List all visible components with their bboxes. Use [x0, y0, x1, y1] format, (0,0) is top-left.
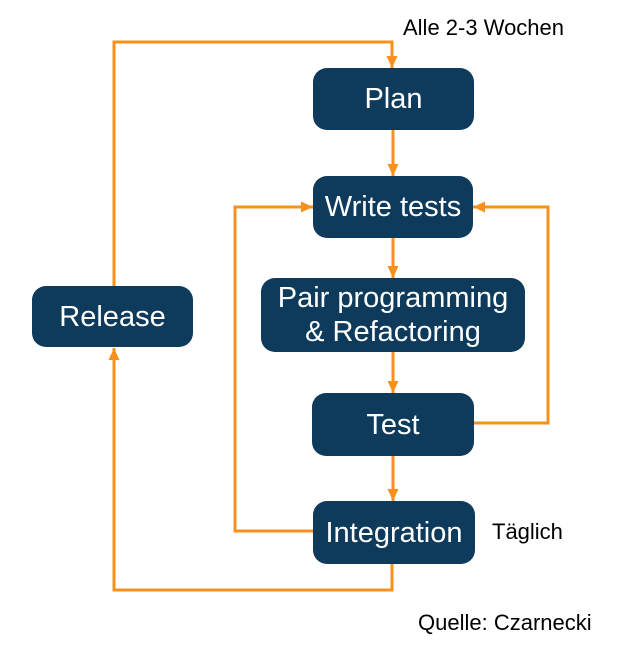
node-write-tests: Write tests — [313, 176, 473, 238]
node-pair-programming-label-line2: & Refactoring — [305, 316, 481, 348]
node-plan: Plan — [313, 68, 474, 130]
node-release: Release — [32, 286, 193, 347]
node-integration-label: Integration — [325, 516, 463, 549]
node-write-tests-label: Write tests — [324, 191, 462, 223]
node-pair-programming-label-line1: Pair programming — [277, 282, 509, 314]
node-integration: Integration — [313, 501, 475, 564]
node-plan-label: Plan — [364, 83, 423, 115]
arrow-integration-to-write-tests-loop — [233, 201, 313, 533]
arrow-release-to-plan — [112, 40, 398, 286]
label-source-credit: Quelle: Czarnecki — [418, 610, 592, 635]
node-test: Test — [312, 393, 474, 456]
node-test-label: Test — [366, 408, 420, 441]
label-daily-frequency: Täglich — [492, 519, 563, 544]
label-cycle-frequency: Alle 2-3 Wochen — [403, 15, 565, 40]
node-pair-programming: Pair programming & Refactoring — [261, 278, 525, 352]
arrow-test-to-write-tests-loop — [473, 201, 550, 425]
node-release-label: Release — [59, 300, 166, 333]
arrow-integration-to-release-loop — [108, 348, 394, 592]
